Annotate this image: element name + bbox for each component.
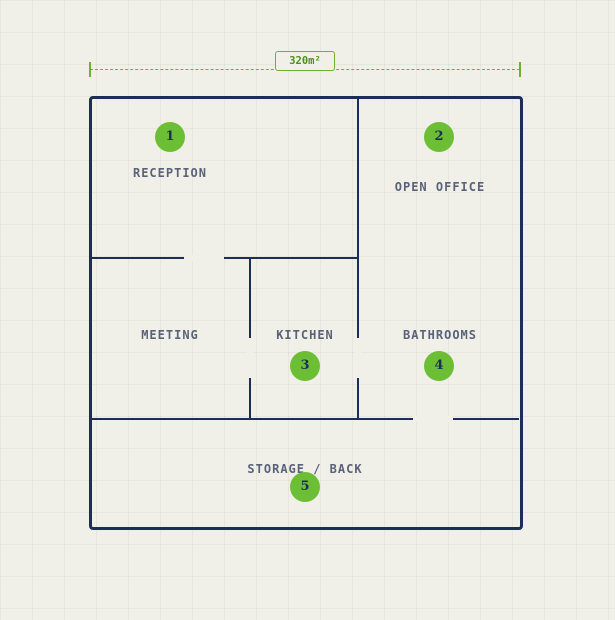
room-label-storage: STORAGE / BACK bbox=[247, 462, 363, 476]
door-meeting-kitchen bbox=[247, 338, 253, 378]
room-number-badge-2: 2 bbox=[424, 122, 454, 152]
room-label-bathrooms: BATHROOMS bbox=[402, 328, 478, 342]
wall-reception-bottom bbox=[90, 257, 358, 259]
room-number-badge-5: 5 bbox=[290, 472, 320, 502]
wall-storage-top bbox=[90, 418, 519, 420]
wall-vertical-center bbox=[357, 96, 359, 419]
room-label-kitchen: KITCHEN bbox=[276, 328, 334, 342]
room-label-open-office: OPEN OFFICE bbox=[394, 180, 486, 194]
room-label-reception: RECEPTION bbox=[132, 166, 208, 180]
door-kitchen-bathrooms bbox=[355, 338, 361, 378]
door-reception-meeting bbox=[184, 255, 224, 261]
room-number-badge-3: 3 bbox=[290, 351, 320, 381]
room-label-meeting: MEETING bbox=[141, 328, 199, 342]
dimension-tick-right bbox=[519, 62, 521, 77]
building-outline bbox=[89, 96, 523, 530]
room-number-badge-4: 4 bbox=[424, 351, 454, 381]
dimension-tick-left bbox=[89, 62, 91, 77]
door-bathrooms-storage bbox=[413, 416, 453, 422]
area-label: 320m² bbox=[275, 51, 335, 71]
room-number-badge-1: 1 bbox=[155, 122, 185, 152]
